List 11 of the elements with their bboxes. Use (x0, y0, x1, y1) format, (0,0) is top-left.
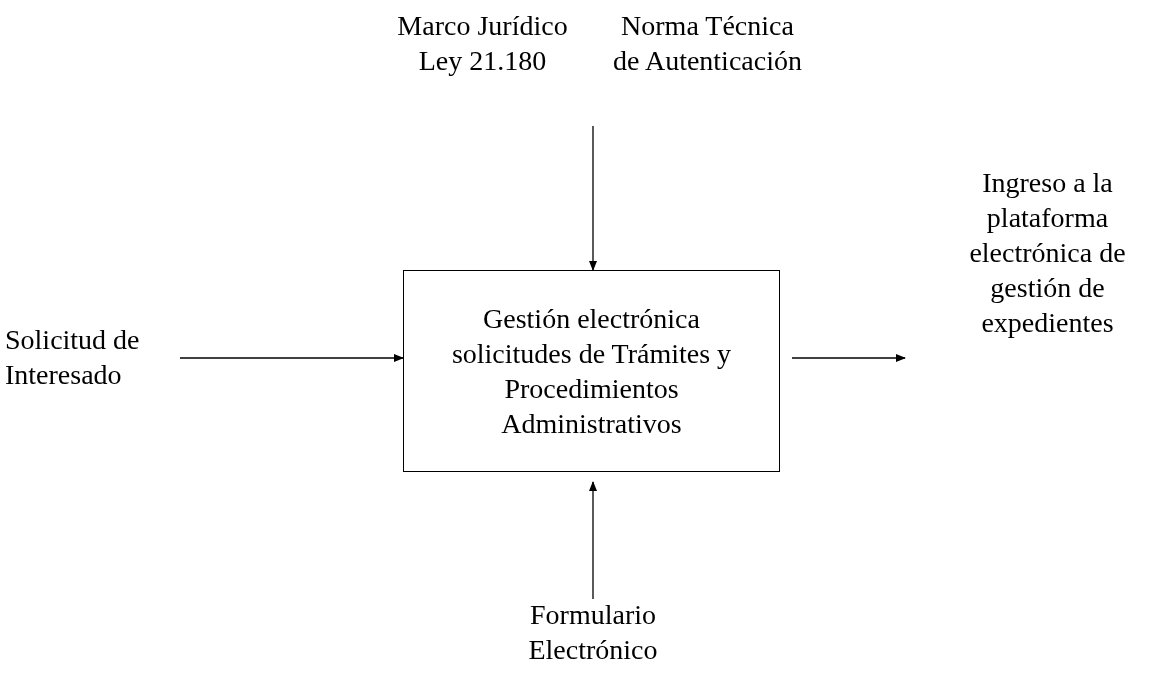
arrow (589, 125, 597, 271)
arrow (589, 481, 597, 600)
node-label: Formulario Electrónico (527, 598, 659, 667)
arrow (179, 354, 404, 362)
node-label: Marco Jurídico Ley 21.180 (396, 9, 569, 78)
node-label: Ingreso a la plataforma electrónica de gestión de expedientes (968, 166, 1127, 340)
node-label: Solicitud de Interesado (5, 323, 141, 392)
node-label: Norma Técnica de Autenticación (612, 9, 803, 78)
arrow (791, 354, 906, 362)
process-label: Gestión electrónica solicitudes de Trámites y Procedimientos Administrativos (450, 302, 733, 441)
process-box (403, 270, 780, 472)
